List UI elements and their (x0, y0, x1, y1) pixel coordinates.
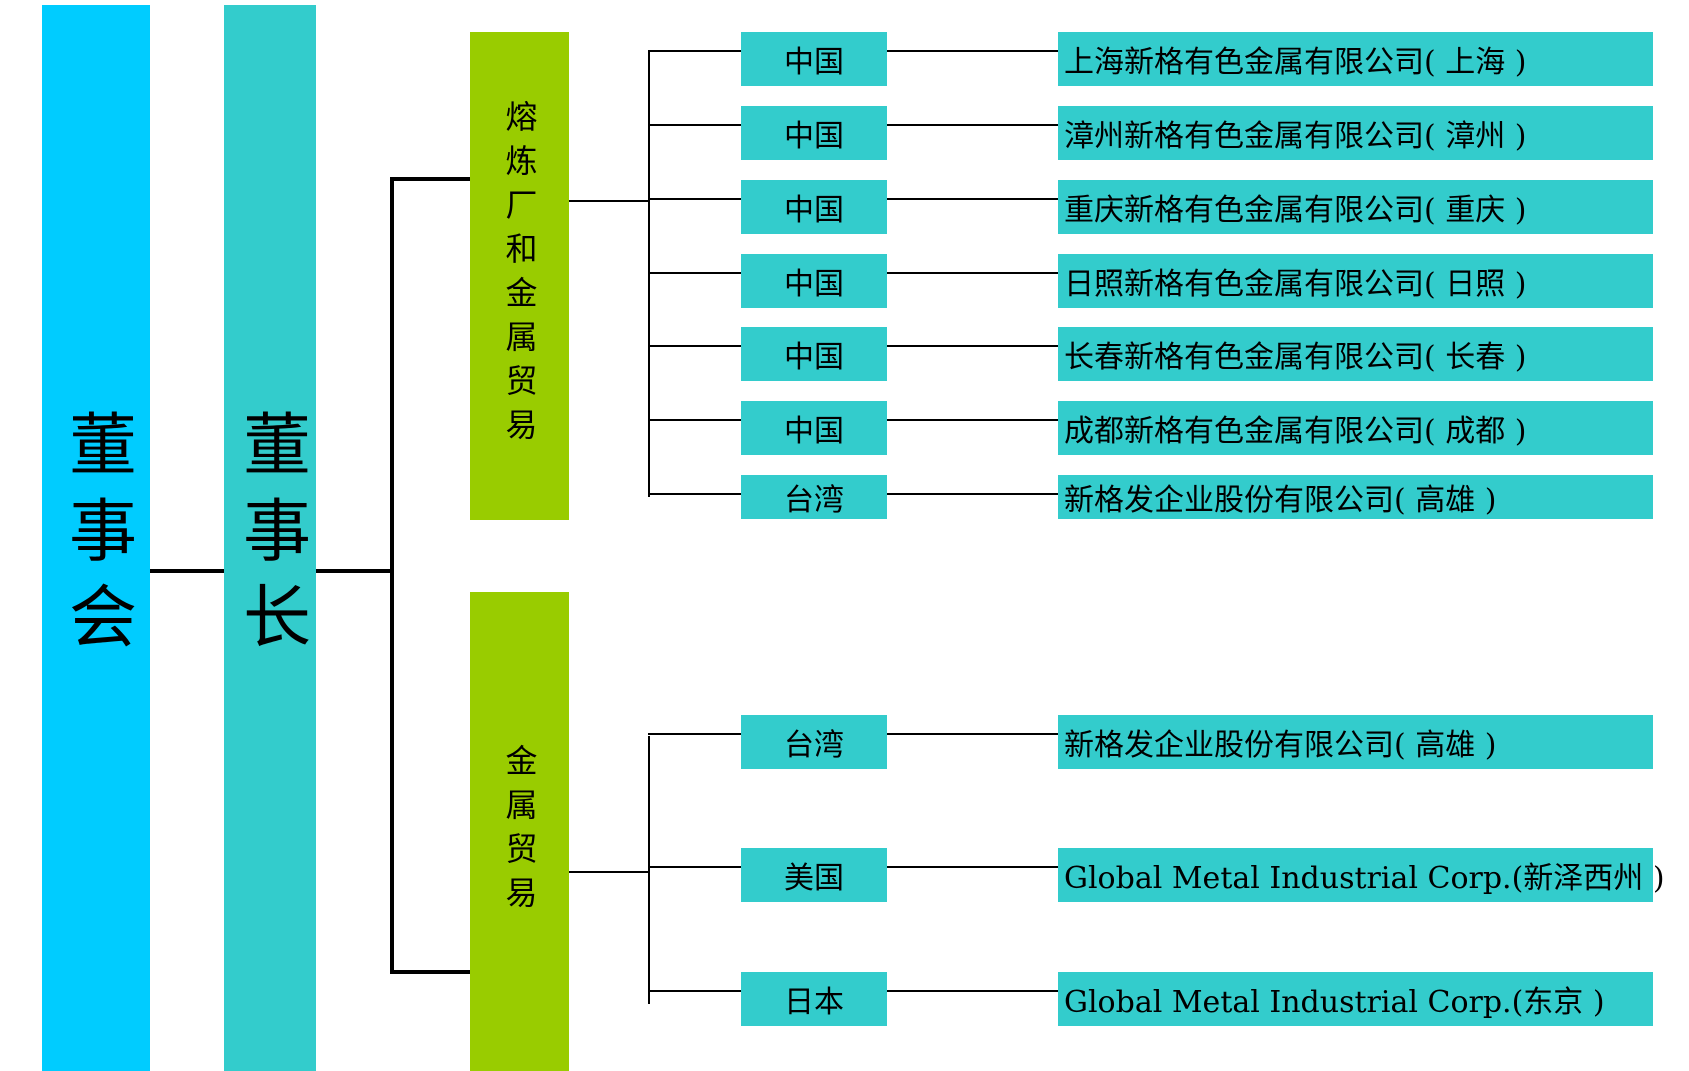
company-box: 日照新格有色金属有限公司( 日照 ) (1058, 254, 1653, 308)
division-trading-box: 金属贸易 (470, 592, 569, 1071)
company-label: 长春新格有色金属有限公司( 长春 ) (1064, 340, 1527, 375)
company-label: 新格发企业股份有限公司( 高雄 ) (1064, 728, 1497, 763)
connector (887, 198, 1058, 200)
connector (648, 493, 741, 495)
connector (887, 493, 1058, 495)
company-label: Global Metal Industrial Corp.(新泽西州 ) (1064, 861, 1665, 896)
company-box: 漳州新格有色金属有限公司( 漳州 ) (1058, 106, 1653, 160)
connector (887, 50, 1058, 52)
connector (648, 733, 741, 735)
chairman-box: 董事长 (224, 5, 316, 1071)
country-box: 美国 (741, 848, 887, 902)
connector (648, 272, 741, 274)
country-label: 中国 (784, 414, 844, 449)
connector (887, 990, 1058, 992)
connector (887, 733, 1058, 735)
company-box: 长春新格有色金属有限公司( 长春 ) (1058, 327, 1653, 381)
board-label: 董事会 (56, 409, 136, 667)
country-box: 中国 (741, 180, 887, 234)
connector (648, 419, 741, 421)
connector (648, 198, 741, 200)
country-box: 中国 (741, 32, 887, 86)
chairman-label: 董事长 (230, 409, 310, 667)
connector (887, 272, 1058, 274)
country-label: 台湾 (784, 728, 844, 763)
connector (887, 345, 1058, 347)
connector (390, 177, 394, 974)
company-label: 重庆新格有色金属有限公司( 重庆 ) (1064, 193, 1527, 228)
country-box: 中国 (741, 106, 887, 160)
country-label: 中国 (784, 340, 844, 375)
connector (887, 124, 1058, 126)
company-box: 新格发企业股份有限公司( 高雄 ) (1058, 715, 1653, 769)
company-box: Global Metal Industrial Corp.(东京 ) (1058, 972, 1653, 1026)
country-label: 美国 (784, 861, 844, 896)
country-box: 台湾 (741, 475, 887, 519)
company-label: 漳州新格有色金属有限公司( 漳州 ) (1064, 119, 1527, 154)
connector (390, 970, 470, 974)
company-box: 重庆新格有色金属有限公司( 重庆 ) (1058, 180, 1653, 234)
country-label: 中国 (784, 119, 844, 154)
country-label: 日本 (784, 985, 844, 1020)
country-label: 中国 (784, 193, 844, 228)
company-label: Global Metal Industrial Corp.(东京 ) (1064, 985, 1605, 1020)
country-box: 日本 (741, 972, 887, 1026)
company-label: 日照新格有色金属有限公司( 日照 ) (1064, 267, 1527, 302)
country-box: 中国 (741, 327, 887, 381)
company-box: 上海新格有色金属有限公司( 上海 ) (1058, 32, 1653, 86)
connector (648, 52, 650, 497)
connector (390, 177, 470, 181)
company-label: 成都新格有色金属有限公司( 成都 ) (1064, 414, 1527, 449)
company-box: 新格发企业股份有限公司( 高雄 ) (1058, 475, 1653, 519)
division-label: 熔炼厂和金属贸易 (500, 100, 539, 452)
company-box: 成都新格有色金属有限公司( 成都 ) (1058, 401, 1653, 455)
country-box: 中国 (741, 401, 887, 455)
division-label: 金属贸易 (500, 743, 539, 920)
connector (150, 569, 224, 573)
connector (648, 345, 741, 347)
company-label: 上海新格有色金属有限公司( 上海 ) (1064, 45, 1527, 80)
connector (648, 124, 741, 126)
country-box: 中国 (741, 254, 887, 308)
company-label: 新格发企业股份有限公司( 高雄 ) (1064, 483, 1497, 518)
board-box: 董事会 (42, 5, 150, 1071)
connector (569, 871, 649, 873)
connector (316, 569, 392, 573)
country-label: 中国 (784, 267, 844, 302)
country-label: 中国 (784, 45, 844, 80)
connector (648, 866, 741, 868)
company-box: Global Metal Industrial Corp.(新泽西州 ) (1058, 848, 1665, 902)
connector (648, 990, 741, 992)
country-box: 台湾 (741, 715, 887, 769)
connector (569, 200, 649, 202)
connector (887, 866, 1058, 868)
division-smelting-box: 熔炼厂和金属贸易 (470, 32, 569, 520)
connector (648, 736, 650, 1004)
country-label: 台湾 (784, 483, 844, 518)
connector (887, 419, 1058, 421)
connector (648, 50, 741, 52)
